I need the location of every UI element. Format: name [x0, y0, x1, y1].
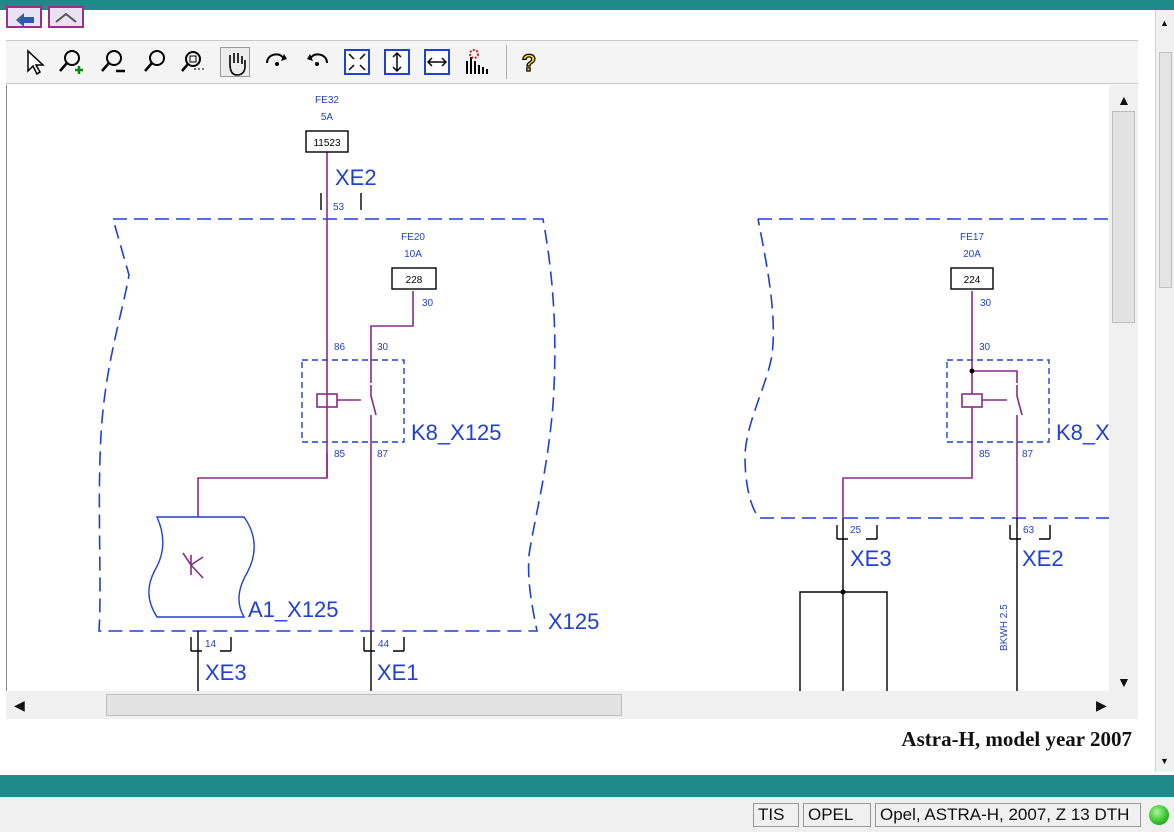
fit-height-button[interactable]: [382, 47, 412, 77]
rotate-cw-button[interactable]: [262, 47, 292, 77]
relay-boxes: [301, 359, 1050, 443]
scroll-left-arrow-icon[interactable]: ◀: [14, 697, 25, 713]
select-pointer-icon: [27, 49, 45, 76]
back-button[interactable]: [6, 6, 42, 28]
back-arrow-icon: [16, 13, 34, 27]
connector-xe2-top-label: XE2: [335, 165, 377, 190]
connector-xe3-right-pin: 25: [850, 525, 862, 536]
highlight-circuit-button[interactable]: [462, 47, 492, 77]
help-button[interactable]: ?: [514, 47, 544, 77]
connector-xe3-left-pin: 14: [205, 639, 217, 650]
fuse-fe32-rating: 5A: [321, 112, 334, 123]
fuse-fe20-pin: 30: [422, 298, 434, 309]
window-scroll-up-icon[interactable]: ▲: [1160, 18, 1169, 28]
box-x125-label: X125: [548, 609, 599, 634]
horizontal-scroll-thumb[interactable]: [106, 694, 622, 716]
diagram-horizontal-scrollbar[interactable]: ◀ ▶: [6, 691, 1138, 719]
wires-black: [190, 193, 1051, 691]
connector-xe2-right-pin: 63: [1023, 525, 1035, 536]
rotate-ccw-button[interactable]: [302, 47, 332, 77]
fit-all-icon: [344, 49, 370, 75]
relay-left-pin-86: 86: [334, 342, 346, 353]
zoom-out-button[interactable]: [98, 47, 128, 77]
fuse-fe17-rating: 20A: [963, 249, 981, 260]
scroll-up-arrow-icon[interactable]: ▲: [1117, 92, 1131, 108]
relay-right-pin-85: 85: [979, 449, 991, 460]
zoom-in-button[interactable]: [56, 47, 86, 77]
pan-hand-icon: [229, 53, 246, 76]
wiring-diagram: FE32 5A FE20 10A FE17 20A 30 30 86 30 85…: [98, 95, 1110, 691]
fuse-fe32-label: FE32: [315, 95, 339, 106]
zoom-window-icon: [181, 51, 205, 72]
highlight-circuit-icon: [466, 49, 488, 74]
zoom-out-icon: [101, 50, 125, 73]
status-bar: TIS OPEL Opel, ASTRA-H, 2007, Z 13 DTH: [0, 797, 1174, 832]
zoom-button[interactable]: [140, 47, 170, 77]
window-bottom-band: [0, 775, 1174, 797]
connector-xe3-left-label: XE3: [205, 660, 247, 685]
toolbar: ?: [6, 40, 1138, 84]
zoom-icon: [144, 50, 165, 72]
fuse-boxes: [305, 130, 994, 290]
connector-xe2-right-label: XE2: [1022, 546, 1064, 571]
zoom-window-button[interactable]: [178, 47, 208, 77]
status-vehicle: Opel, ASTRA-H, 2007, Z 13 DTH: [875, 803, 1141, 827]
scroll-down-arrow-icon[interactable]: ▼: [1117, 674, 1131, 690]
wires-purple: [182, 151, 1023, 631]
fit-all-button[interactable]: [342, 47, 372, 77]
pan-tool-button[interactable]: [220, 47, 250, 77]
window-top-band: [0, 0, 1174, 10]
forward-button[interactable]: [48, 6, 84, 28]
vertical-scroll-thumb[interactable]: [1112, 111, 1135, 323]
component-labels: XE2 K8_X125 K8_X A1_X125 X125 XE3 XE1 XE…: [205, 165, 1110, 685]
wire-color-label: BKWH 2.5: [999, 604, 1010, 651]
fuse-fe17-number: 224: [964, 275, 981, 286]
window-vertical-scrollbar[interactable]: ▲ ▼: [1155, 10, 1174, 772]
fit-width-icon: [424, 49, 450, 75]
connector-xe3-right-label: XE3: [850, 546, 892, 571]
connector-xe1-label: XE1: [377, 660, 419, 685]
fuse-fe20-rating: 10A: [404, 249, 422, 260]
relay-left-pin-85: 85: [334, 449, 346, 460]
wire-junction: [969, 368, 975, 374]
connection-status-icon: [1149, 805, 1169, 825]
relay-right-pin-30: 30: [979, 342, 991, 353]
connector-xe2-top-pin: 53: [333, 202, 345, 213]
help-icon: ?: [521, 49, 537, 77]
connector-xe1-pin: 44: [378, 639, 390, 650]
fuse-texts: FE32 5A FE20 10A FE17 20A 30 30 86 30 85…: [205, 95, 1035, 650]
zoom-in-icon: [59, 50, 83, 74]
relay-right-pin-87: 87: [1022, 449, 1034, 460]
relay-left-pin-30: 30: [377, 342, 389, 353]
rotate-clockwise-icon: [266, 53, 287, 66]
fuse-fe32-number: 11523: [313, 138, 341, 149]
module-a1-outline: [148, 516, 255, 618]
wire-junction: [840, 589, 846, 595]
diagram-caption: Astra-H, model year 2007: [901, 727, 1132, 751]
module-a1-label: A1_X125: [248, 597, 339, 622]
svg-text:?: ?: [522, 50, 537, 77]
window-scroll-down-icon[interactable]: ▼: [1160, 756, 1169, 766]
fit-height-icon: [384, 49, 410, 75]
fuse-fe20-label: FE20: [401, 232, 425, 243]
fuse-fe17-pin: 30: [980, 298, 992, 309]
fuse-numbers: 11523 228 224: [313, 138, 980, 286]
x125-boundary: [98, 218, 1110, 632]
relay-left-label: K8_X125: [411, 420, 502, 445]
forward-icon: [55, 12, 77, 23]
relay-right-label: K8_X: [1056, 420, 1110, 445]
diagram-vertical-scrollbar[interactable]: ▲ ▼: [1109, 85, 1138, 691]
status-brand: OPEL: [803, 803, 871, 827]
fuse-fe17-label: FE17: [960, 232, 984, 243]
fit-width-button[interactable]: [422, 47, 452, 77]
rotate-counterclockwise-icon: [307, 53, 328, 66]
fuse-fe20-number: 228: [406, 275, 423, 286]
toolbar-separator: [506, 45, 507, 79]
relay-left-pin-87: 87: [377, 449, 389, 460]
scroll-right-arrow-icon[interactable]: ▶: [1096, 697, 1107, 713]
select-tool-button[interactable]: [20, 47, 50, 77]
wiring-diagram-view[interactable]: FE32 5A FE20 10A FE17 20A 30 30 86 30 85…: [6, 85, 1110, 691]
window-scroll-thumb[interactable]: [1159, 52, 1172, 288]
status-system: TIS: [753, 803, 799, 827]
